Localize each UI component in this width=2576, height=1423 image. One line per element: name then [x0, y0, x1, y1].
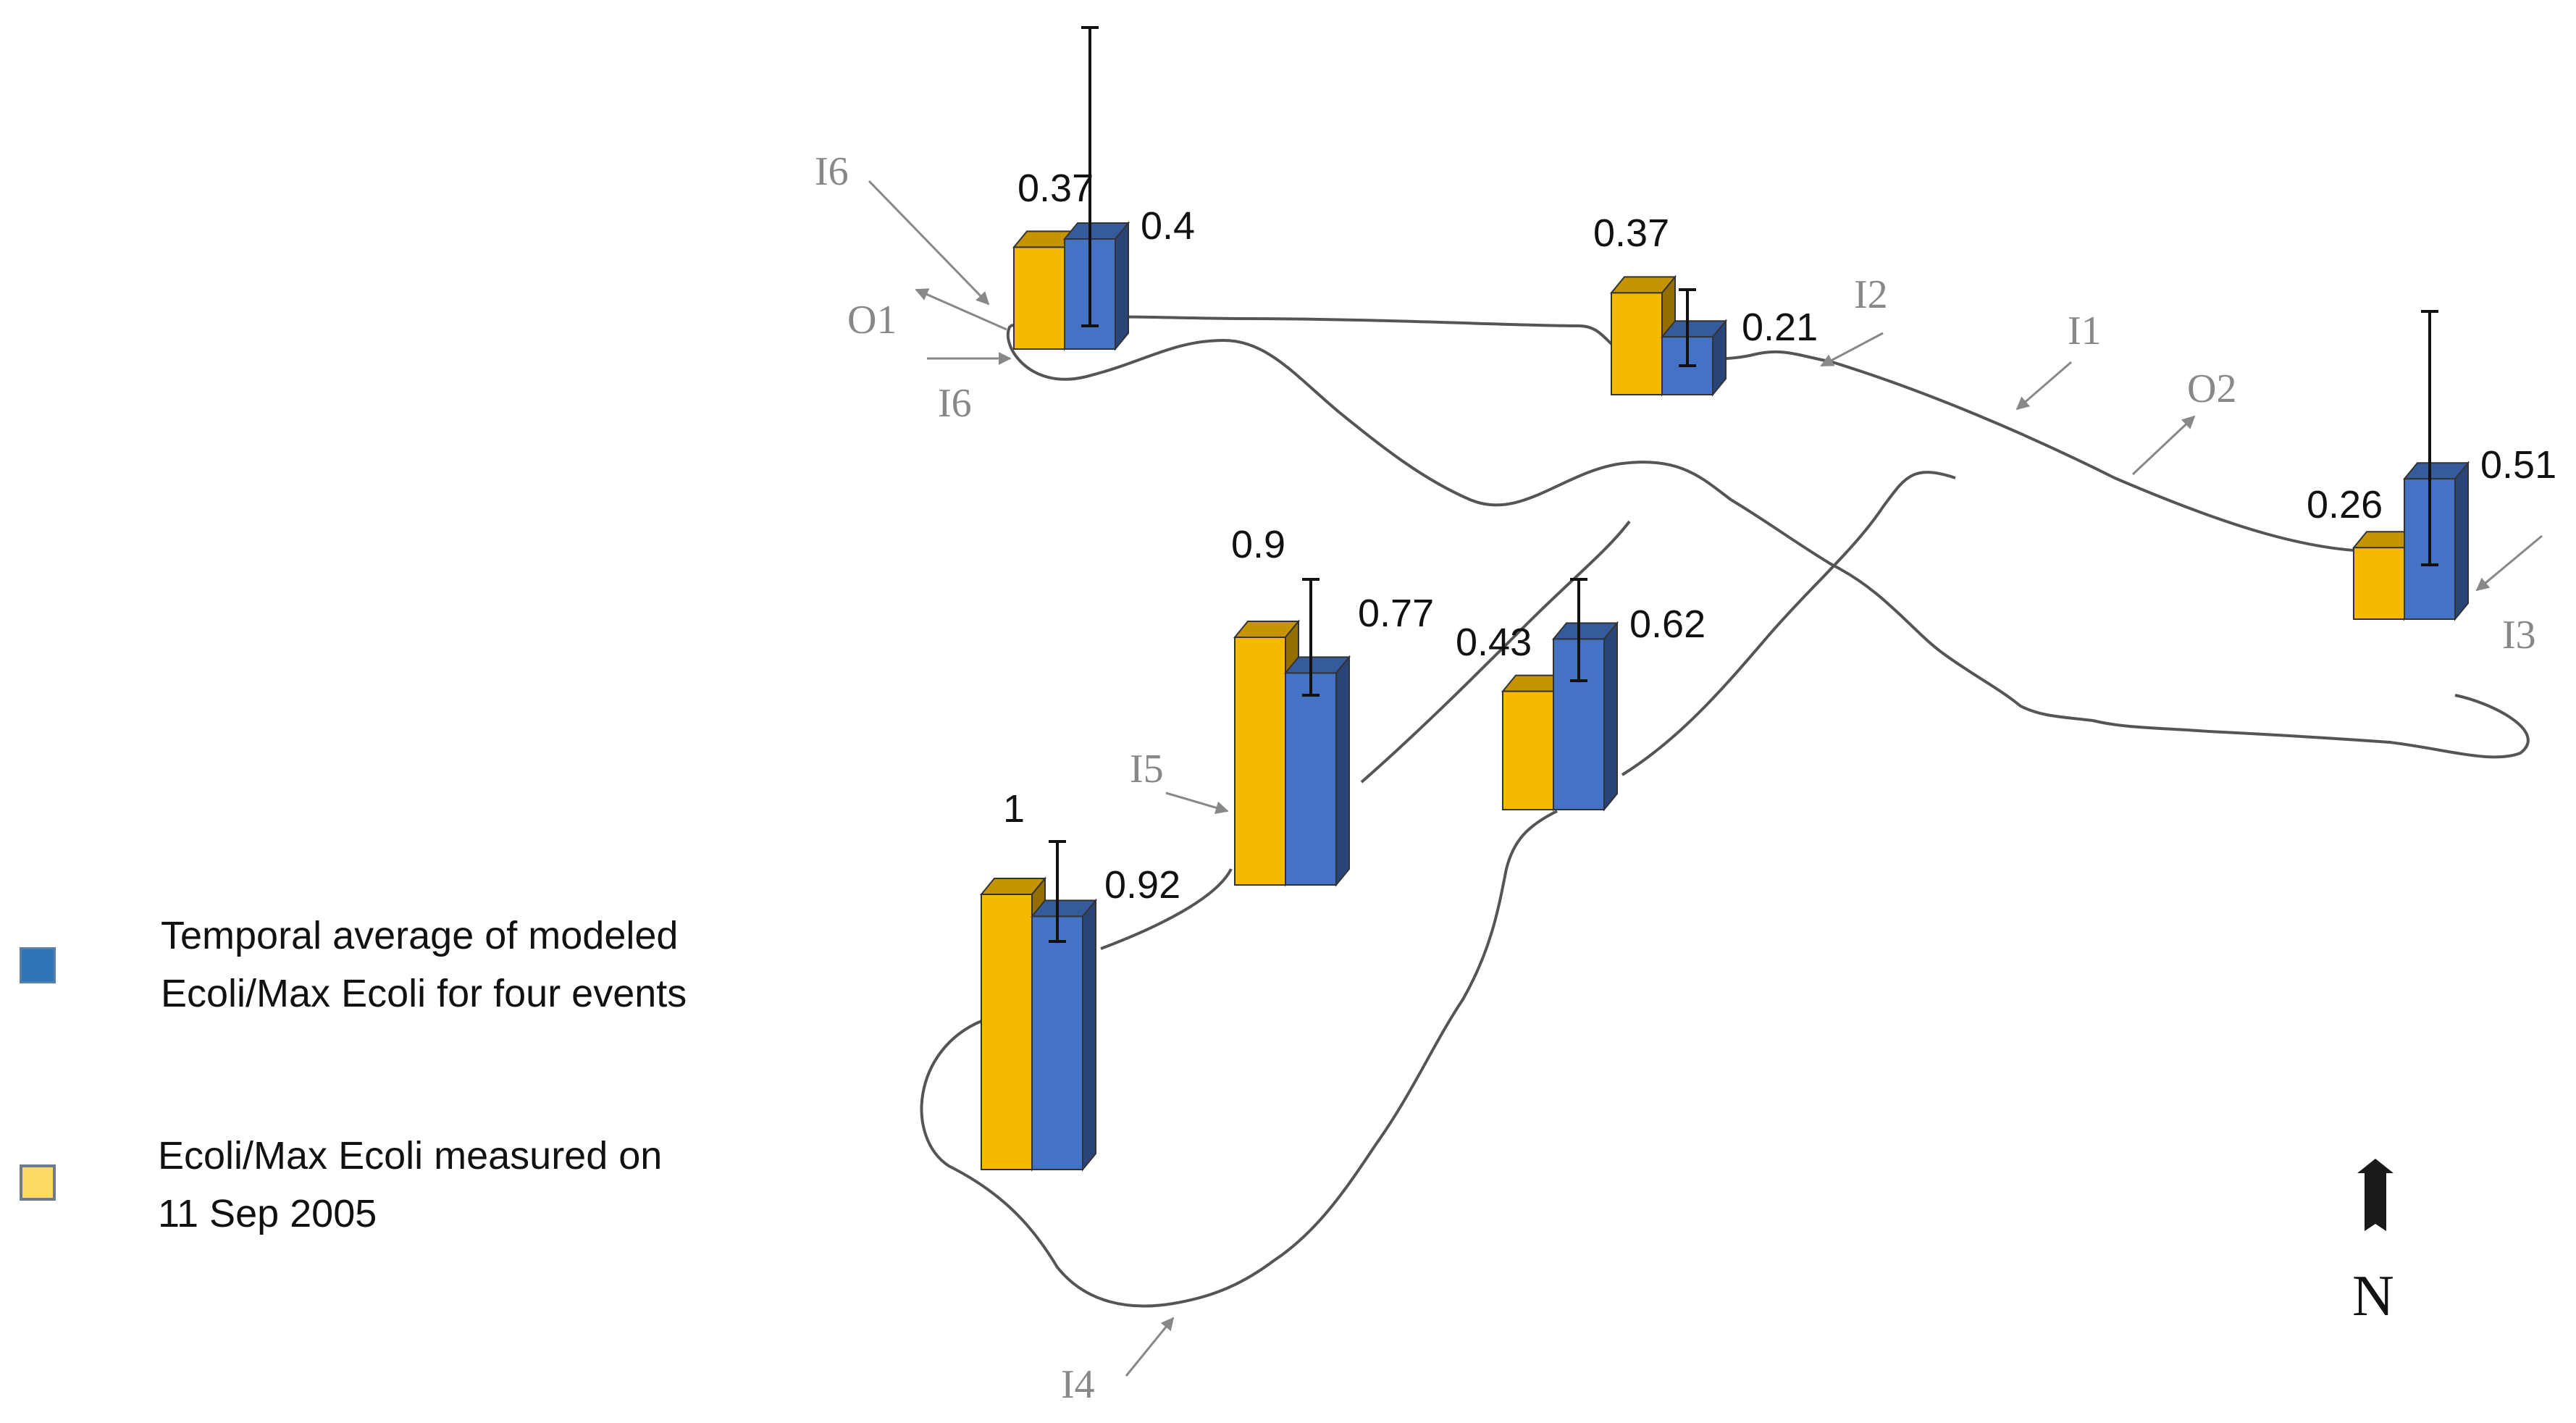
- site-label-i2: I2: [1854, 272, 1888, 317]
- legend-text-measured: Ecoli/Max Ecoli measured on 11 Sep 2005: [158, 1127, 662, 1243]
- label-measured-3: 0.26: [2307, 483, 2383, 526]
- bar-modeled-4: [1285, 672, 1337, 886]
- bar-measured-5: [1502, 690, 1554, 810]
- label-modeled-3: 0.51: [2480, 443, 2556, 487]
- label-measured-1: 0.37: [1018, 167, 1094, 210]
- bar-measured-2: [1611, 292, 1663, 395]
- label-modeled-4: 0.77: [1358, 592, 1434, 635]
- label-measured-6: 1: [1003, 787, 1025, 831]
- label-measured-5: 0.43: [1456, 621, 1532, 664]
- label-modeled-2: 0.21: [1742, 306, 1818, 349]
- bar-modeled-6-side: [1082, 898, 1096, 1172]
- legend-measured-line-1: Ecoli/Max Ecoli measured on: [158, 1134, 663, 1178]
- label-modeled-1: 0.4: [1141, 204, 1195, 248]
- legend-modeled-line-1: Temporal average of modeled: [161, 914, 679, 957]
- site-label-i5: I5: [1130, 747, 1164, 792]
- bar-modeled-3-side: [2454, 461, 2469, 621]
- legend-swatch-measured: [20, 1164, 56, 1201]
- legend-modeled-line-2: Ecoli/Max Ecoli for four events: [161, 972, 687, 1015]
- north-arrow-icon: [2357, 1159, 2394, 1231]
- river-outline: [920, 315, 2530, 1308]
- site-label-i6-bottom: I6: [938, 381, 972, 426]
- north-label: N: [2352, 1264, 2394, 1328]
- label-measured-2: 0.37: [1593, 211, 1669, 255]
- site-label-i3: I3: [2502, 613, 2536, 658]
- bar-modeled-4-side: [1335, 655, 1350, 887]
- bar-modeled-1-side: [1115, 221, 1129, 351]
- site-label-i4: I4: [1061, 1362, 1095, 1407]
- site-arrows: [868, 180, 2543, 1377]
- legend-text-modeled: Temporal average of modeled Ecoli/Max Ec…: [161, 907, 687, 1023]
- legend-measured-line-2: 11 Sep 2005: [158, 1192, 377, 1235]
- bars-layer: 0.37 0.4 0.37 0.21 0.26 0.51 0.9 0.77 0.43 0.62 1 0…: [979, 26, 2556, 1172]
- site-label-o1: O1: [847, 298, 897, 343]
- bar-measured-3: [2353, 547, 2405, 621]
- site-label-i6-top: I6: [815, 149, 849, 194]
- label-modeled-6: 0.92: [1104, 863, 1180, 907]
- bar-modeled-6: [1031, 915, 1083, 1171]
- legend-swatch-modeled: [20, 947, 56, 983]
- site-labels: I6 O1 I6 I2 I1 O2 I3 I5 I4: [815, 149, 2536, 1407]
- label-modeled-5: 0.62: [1629, 603, 1706, 646]
- bar-modeled-5-side: [1603, 621, 1618, 812]
- bar-measured-4: [1234, 637, 1286, 886]
- bar-measured-1: [1013, 246, 1065, 350]
- site-label-o2: O2: [2187, 366, 2236, 411]
- label-measured-4: 0.9: [1231, 523, 1285, 566]
- bar-measured-6: [981, 894, 1033, 1170]
- site-label-i1: I1: [2068, 308, 2102, 353]
